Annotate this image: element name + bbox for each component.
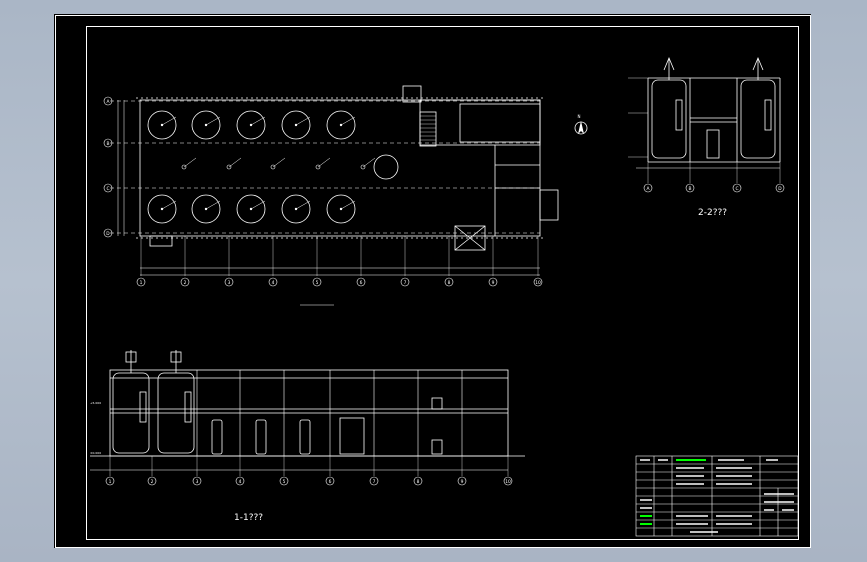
section-1-axis-3: 3 (192, 476, 202, 486)
tank (281, 194, 311, 224)
plan-axis-col-8: 8 (444, 277, 454, 287)
outer-border (55, 15, 811, 548)
section-2-title: 2-2??? (698, 208, 727, 218)
section-1-axis-6: 6 (325, 476, 335, 486)
section-2-2 (628, 56, 781, 169)
plan-axis-col-5: 5 (312, 277, 322, 287)
plan-axis-row-B: B (103, 138, 113, 148)
plan-axis-col-3: 3 (224, 277, 234, 287)
section-1-axis-10: 10 (503, 476, 513, 486)
small-tank (360, 157, 376, 170)
large-tank (373, 154, 399, 180)
section-2-axes: A B C D (643, 162, 785, 193)
svg-text:4: 4 (272, 280, 275, 286)
title-block-fill (640, 459, 794, 533)
section-1-1 (90, 350, 525, 471)
svg-text:9: 9 (492, 280, 495, 286)
plan-axis-row-D: D (103, 228, 113, 238)
svg-text:10: 10 (505, 479, 511, 485)
svg-text:2: 2 (151, 479, 154, 485)
section-2-axis-D: D (775, 183, 785, 193)
plan-axis-col-1: 1 (136, 277, 146, 287)
svg-text:C: C (735, 186, 738, 192)
elevation-label-0: ±0.000 (90, 451, 101, 455)
plan-axis-row-C: C (103, 183, 113, 193)
svg-text:8: 8 (417, 479, 420, 485)
section-1-axis-4: 4 (235, 476, 245, 486)
tank (236, 110, 266, 140)
elevation-label-1: +5.000 (90, 401, 101, 405)
small-tank (270, 157, 286, 170)
section-1-axis-8: 8 (413, 476, 423, 486)
svg-text:B: B (106, 141, 109, 147)
inner-frame (86, 26, 799, 540)
svg-text:1: 1 (140, 280, 143, 286)
tank (326, 110, 356, 140)
tank (147, 194, 177, 224)
tank (326, 194, 356, 224)
svg-text:A: A (106, 99, 109, 105)
svg-text:4: 4 (239, 479, 242, 485)
svg-text:5: 5 (316, 280, 319, 286)
plan-tanks (147, 110, 399, 224)
small-tank (315, 157, 331, 170)
plan-axis-col-7: 7 (400, 277, 410, 287)
svg-text:10: 10 (535, 280, 541, 286)
plan-axis-col-9: 9 (488, 277, 498, 287)
section-2-axis-C: C (732, 183, 742, 193)
plan-column-axes: 1 2 3 4 5 6 7 8 9 10 (136, 236, 543, 287)
section-1-axis-7: 7 (369, 476, 379, 486)
svg-text:1: 1 (109, 479, 112, 485)
section-1-axis-1: 1 (105, 476, 115, 486)
tank (191, 194, 221, 224)
svg-text:B: B (688, 186, 691, 192)
plan-axis-row-A: A (103, 96, 113, 106)
svg-text:7: 7 (373, 479, 376, 485)
svg-text:D: D (778, 186, 782, 192)
section-1-axes: 1 2 3 4 5 6 7 8 9 10 (105, 456, 513, 486)
svg-text:8: 8 (448, 280, 451, 286)
svg-text:3: 3 (196, 479, 199, 485)
north-label: N (578, 114, 581, 119)
section-1-title: 1-1??? (234, 513, 263, 523)
svg-text:6: 6 (329, 479, 332, 485)
plan-row-axes: A B C D (103, 96, 113, 238)
title-block-accent (640, 459, 706, 525)
drawing-sheet: 1 2 3 4 5 6 7 8 9 10 A B C D N A B C D 2-2??? (54, 14, 811, 548)
tank (191, 110, 221, 140)
plan-axis-col-6: 6 (356, 277, 366, 287)
small-tank (181, 157, 197, 170)
section-1-axis-5: 5 (279, 476, 289, 486)
svg-text:2: 2 (184, 280, 187, 286)
svg-text:5: 5 (283, 479, 286, 485)
svg-text:C: C (106, 186, 109, 192)
tank (236, 194, 266, 224)
section-2-axis-B: B (685, 183, 695, 193)
tank (147, 110, 177, 140)
north-arrow-icon (574, 121, 588, 135)
svg-text:3: 3 (228, 280, 231, 286)
small-tank (226, 157, 242, 170)
tank (281, 110, 311, 140)
plan-axis-col-10: 10 (533, 277, 543, 287)
svg-text:6: 6 (360, 280, 363, 286)
svg-text:9: 9 (461, 479, 464, 485)
section-1-axis-2: 2 (147, 476, 157, 486)
title-block (635, 455, 799, 537)
svg-text:7: 7 (404, 280, 407, 286)
section-1-axis-9: 9 (457, 476, 467, 486)
plan-axis-col-4: 4 (268, 277, 278, 287)
plan-axis-col-2: 2 (180, 277, 190, 287)
cad-drawing: 1 2 3 4 5 6 7 8 9 10 A B C D N A B C D 2-2??? (55, 15, 811, 548)
floor-plan (110, 85, 559, 306)
section-2-axis-A: A (643, 183, 653, 193)
svg-text:D: D (106, 231, 110, 237)
svg-text:A: A (646, 186, 649, 192)
